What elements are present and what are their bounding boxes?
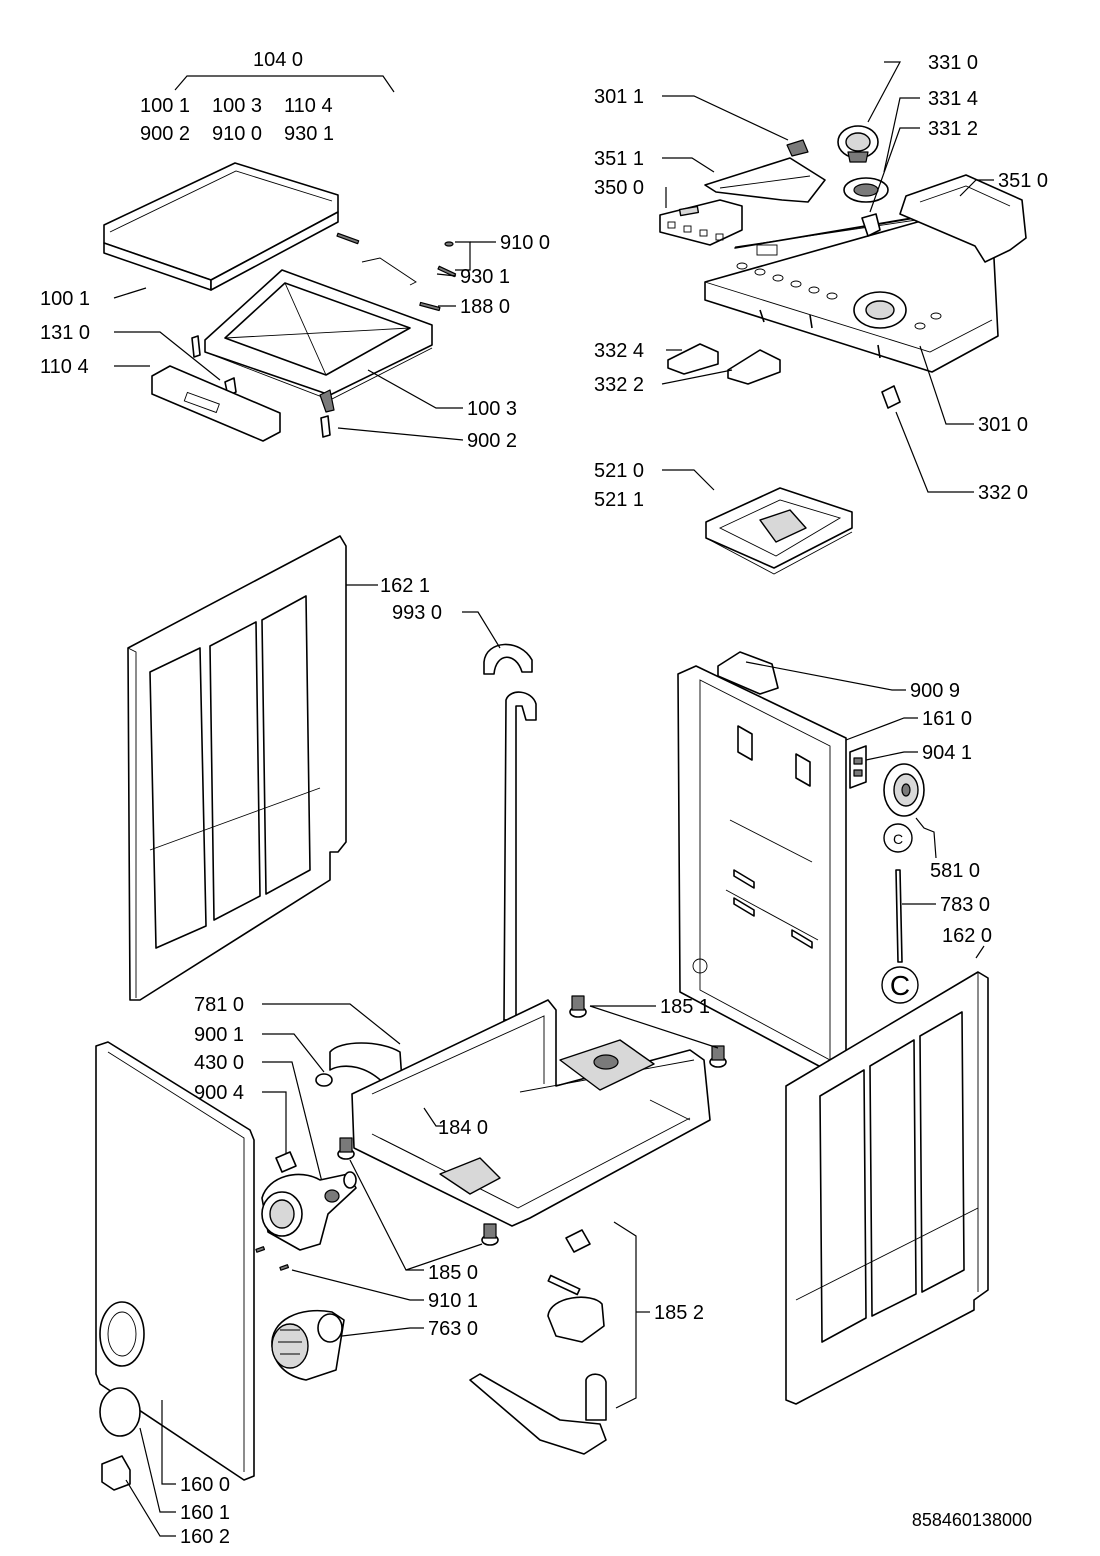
group-member: 930 1 <box>284 123 334 145</box>
screws-910-1 <box>255 1246 290 1271</box>
callout-331-0: 331 0 <box>928 52 978 74</box>
bracket-904-1 <box>849 745 867 789</box>
rear-panel <box>677 651 847 1075</box>
callout-332-2: 332 2 <box>594 374 644 396</box>
callout-184-0: 184 0 <box>438 1117 488 1139</box>
group-member: 100 3 <box>212 95 262 117</box>
callout-763-0: 763 0 <box>428 1318 478 1340</box>
left-side-panel <box>127 535 347 1001</box>
callout-430-0: 430 0 <box>194 1052 244 1074</box>
connector-small: C <box>883 823 913 853</box>
callout-185-1: 185 1 <box>660 996 710 1018</box>
callout-904-1: 904 1 <box>922 742 972 764</box>
callout-185-0: 185 0 <box>428 1262 478 1284</box>
document-number: 858460138000 <box>912 1510 1032 1530</box>
callout-161-0: 161 0 <box>922 708 972 730</box>
callout-131-0: 131 0 <box>40 322 90 344</box>
callout-332-4: 332 4 <box>594 340 644 362</box>
cover-clip <box>101 1455 131 1491</box>
top-lid <box>103 162 339 291</box>
foot <box>569 995 587 1018</box>
callout-910-1: 910 1 <box>428 1290 478 1312</box>
callout-581-0: 581 0 <box>930 860 980 882</box>
callout-900-4: 900 4 <box>194 1082 244 1104</box>
right-side-panel <box>785 971 989 1405</box>
callout-351-1: 351 1 <box>594 148 644 170</box>
pulley <box>883 763 925 817</box>
foot <box>337 1137 355 1160</box>
service-cover <box>99 1387 141 1437</box>
callout-160-0: 160 0 <box>180 1474 230 1496</box>
callout-331-2: 331 2 <box>928 118 978 140</box>
callout-331-4: 331 4 <box>928 88 978 110</box>
foot-assembly <box>469 1229 607 1455</box>
electronic-board <box>705 487 853 575</box>
callout-993-0: 993 0 <box>392 602 442 624</box>
plug-900-1 <box>315 1073 333 1087</box>
top-front-trim <box>151 365 281 442</box>
callout-301-0: 301 0 <box>978 414 1028 436</box>
callout-930-1: 930 1 <box>460 266 510 288</box>
callout-910-0: 910 0 <box>500 232 550 254</box>
callout-900-9: 900 9 <box>910 680 960 702</box>
group-member: 110 4 <box>284 95 333 117</box>
connector-large: C <box>881 966 919 1004</box>
callout-188-0: 188 0 <box>460 296 510 318</box>
callout-162-1: 162 1 <box>380 575 430 597</box>
group-104-0: 104 0 100 1 100 3 110 4 900 2 910 0 930 … <box>140 49 395 145</box>
callout-900-2: 900 2 <box>467 430 517 452</box>
callout-185-2: 185 2 <box>654 1302 704 1324</box>
callout-162-0: 162 0 <box>942 925 992 947</box>
callout-160-1: 160 1 <box>180 1502 230 1524</box>
callout-783-0: 783 0 <box>940 894 990 916</box>
connector-large-label: C <box>890 970 910 1001</box>
callout-900-1: 900 1 <box>194 1024 244 1046</box>
group-label: 104 0 <box>253 49 303 71</box>
top-frame <box>204 269 433 413</box>
connector-small-label: C <box>893 831 903 847</box>
group-member: 910 0 <box>212 123 262 145</box>
group-member: 100 1 <box>140 95 190 117</box>
foot <box>709 1045 727 1068</box>
foot <box>481 1223 499 1246</box>
callout-100-1: 100 1 <box>40 288 90 310</box>
callout-332-0: 332 0 <box>978 482 1028 504</box>
drain-filter <box>271 1309 345 1381</box>
callout-781-0: 781 0 <box>194 994 244 1016</box>
drain-pump <box>261 1151 357 1251</box>
base-frame <box>351 999 711 1227</box>
callout-110-4: 110 4 <box>40 356 89 378</box>
control-panel-small-parts <box>659 125 1027 409</box>
callout-301-1: 301 1 <box>594 86 644 108</box>
front-panel <box>95 1041 255 1481</box>
callout-160-2: 160 2 <box>180 1526 230 1548</box>
panel-buttons <box>736 262 942 330</box>
panel-icons <box>667 221 724 241</box>
callout-351-0: 351 0 <box>998 170 1048 192</box>
callout-521-0: 521 0 <box>594 460 644 482</box>
group-member: 900 2 <box>140 123 190 145</box>
callout-350-0: 350 0 <box>594 177 644 199</box>
callout-521-1: 521 1 <box>594 489 644 511</box>
callout-100-3: 100 3 <box>467 398 517 420</box>
